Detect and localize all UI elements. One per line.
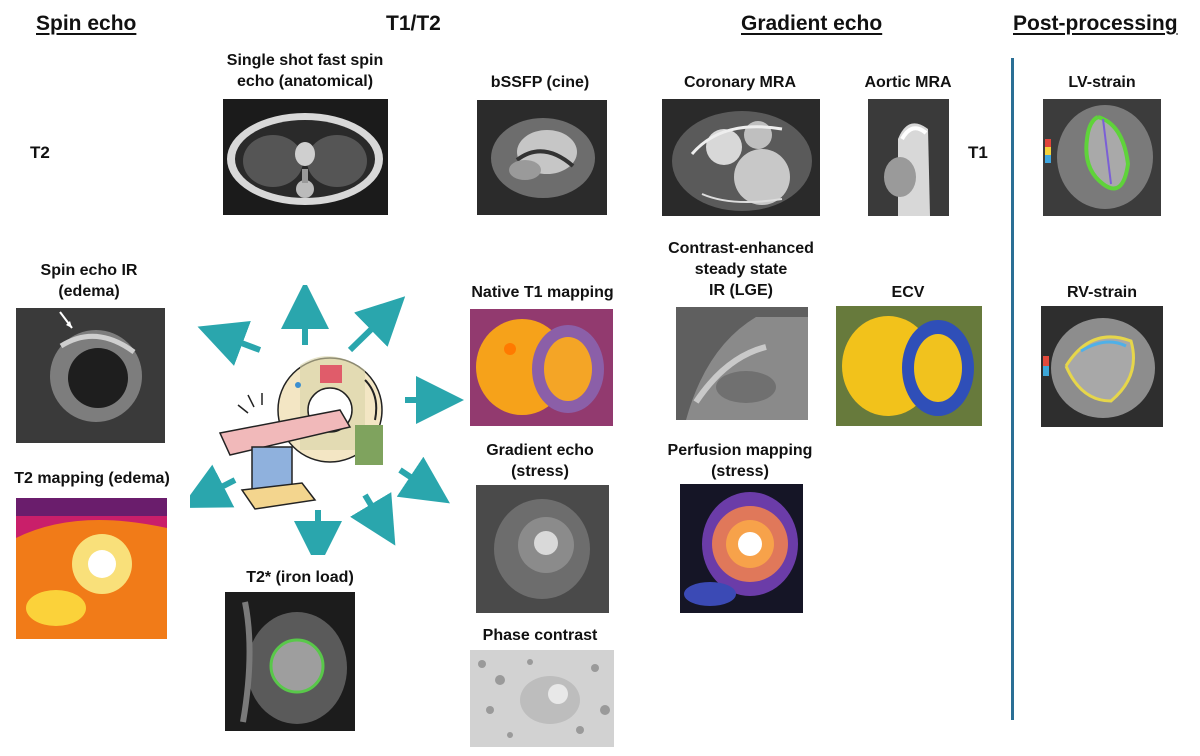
ssfse-image <box>223 99 388 215</box>
rv-strain-image <box>1041 306 1163 427</box>
ssfse-label: Single shot fast spin echo (anatomical) <box>226 52 384 90</box>
native-t1-image <box>470 309 613 426</box>
coronary-mra-image <box>662 99 820 216</box>
spin-echo-ir-label: Spin echo IR (edema) <box>40 262 138 300</box>
gradient-echo-stress-image <box>476 485 609 613</box>
perfusion-label: Perfusion mapping (stress) <box>667 442 813 480</box>
t2-label: T2 <box>30 143 50 162</box>
t2star-image <box>225 592 355 731</box>
header-gradient-echo: Gradient echo <box>741 12 883 35</box>
bssfp-label: bSSFP (cine) <box>490 74 590 91</box>
perfusion-image <box>680 484 803 613</box>
header-post-processing: Post-processing <box>1013 12 1178 35</box>
header-t1-t2: T1/T2 <box>386 12 441 35</box>
t2star-label: T2* (iron load) <box>246 569 354 586</box>
arrow-down-right <box>396 456 450 504</box>
t2-mapping-label: T2 mapping (edema) <box>14 470 170 487</box>
coronary-mra-label: Coronary MRA <box>683 74 796 91</box>
arrow-up-left <box>197 320 262 366</box>
ecv-image <box>836 306 982 426</box>
lge-label: Contrast-enhanced steady state IR (LGE) <box>668 240 814 299</box>
arrow-down-left <box>190 464 237 508</box>
aortic-mra-image <box>868 99 949 216</box>
lge-image <box>676 307 808 420</box>
aortic-mra-label: Aortic MRA <box>864 74 952 91</box>
native-t1-label: Native T1 mapping <box>471 284 614 301</box>
rv-strain-label: RV-strain <box>1067 284 1137 301</box>
header-spin-echo: Spin echo <box>36 12 137 35</box>
section-divider <box>1011 58 1014 720</box>
arrow-up-right <box>347 296 406 353</box>
spin-echo-ir-image <box>16 308 165 443</box>
phase-contrast-image <box>470 650 614 747</box>
lv-strain-label: LV-strain <box>1068 74 1136 91</box>
t1-label: T1 <box>968 143 988 162</box>
scanner-illustration <box>190 285 464 555</box>
phase-contrast-label: Phase contrast <box>482 627 598 644</box>
gradient-echo-stress-label: Gradient echo (stress) <box>486 442 594 480</box>
bssfp-image <box>477 100 607 215</box>
arrow-down-right-2 <box>350 492 396 546</box>
lv-strain-image <box>1043 99 1161 216</box>
ecv-label: ECV <box>891 284 925 301</box>
t2-mapping-image <box>16 498 167 639</box>
